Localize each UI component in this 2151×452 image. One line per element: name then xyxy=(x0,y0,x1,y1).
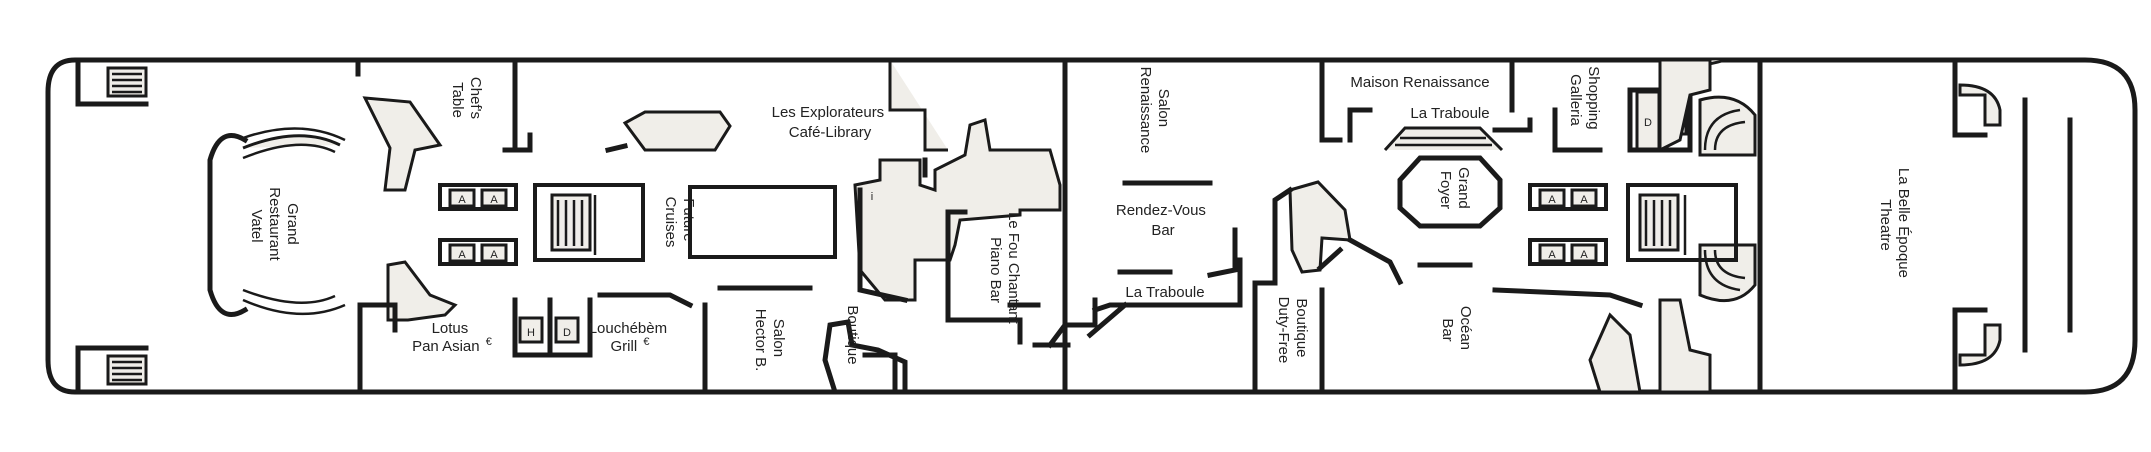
spiral-stairs-fwd xyxy=(1698,95,1757,303)
grand-restaurant-label: Grand Restaurant Vatel xyxy=(248,187,301,265)
elevator-a-1: A xyxy=(458,194,466,206)
explorateurs-label: Les Explorateurs Café-Library xyxy=(772,104,889,141)
elevator-bank-left: A A A A xyxy=(438,183,645,266)
ocean-bar-label: Océan Bar xyxy=(1439,306,1474,354)
restroom-d-right: D xyxy=(1644,117,1652,129)
restroom-h-left: H xyxy=(527,327,535,339)
elevator-a-4: A xyxy=(490,249,498,261)
info-icon: i xyxy=(871,191,873,203)
boutique-duty-free: Boutique Duty-Free xyxy=(1252,180,1404,393)
maison-renaissance-label: Maison Renaissance xyxy=(1350,74,1489,91)
elevator-a-5: A xyxy=(1548,194,1556,206)
hull-outline xyxy=(45,57,2138,395)
elevator-a-6: A xyxy=(1580,194,1588,206)
louchebem-label: Louchébèm Grill € xyxy=(589,320,672,355)
centre-rooms: i xyxy=(853,118,1062,345)
salon-hector: Salon Hector B. xyxy=(717,285,813,372)
grand-foyer: La Traboule Grand Foyer xyxy=(1383,105,1504,229)
explorateurs-cafe-library: Les Explorateurs Café-Library xyxy=(604,60,948,259)
la-traboule-lower-label: La Traboule xyxy=(1125,284,1204,301)
fou-chantant-label: Le Fou Chantant Piano Bar xyxy=(987,212,1022,328)
elevator-a-2: A xyxy=(490,194,498,206)
piano-bar-walls xyxy=(1032,57,1129,393)
chefs-table-area: Chef's Table xyxy=(355,57,533,192)
grand-restaurant-vatel: Grand Restaurant Vatel xyxy=(207,127,346,317)
elevator-a-7: A xyxy=(1548,249,1556,261)
belle-epoque-label: La Belle Époque Theatre xyxy=(1877,168,1912,282)
elevator-a-3: A xyxy=(458,249,466,261)
duty-free-label: Boutique Duty-Free xyxy=(1275,297,1310,364)
elevator-bank-right: A A A A xyxy=(1528,183,1738,266)
lotus-label: Lotus Pan Asian € xyxy=(412,320,492,355)
shopping-galleria-label: Shopping Galleria xyxy=(1567,66,1602,134)
shopping-galleria: Shopping Galleria xyxy=(1552,66,1603,153)
restrooms-left: H D xyxy=(512,292,694,358)
restroom-d-left: D xyxy=(563,327,571,339)
maison-renaissance: Maison Renaissance xyxy=(1319,57,1533,143)
lotus-area: Lotus Pan Asian € xyxy=(357,260,492,393)
salon-hector-label: Salon Hector B. xyxy=(752,309,787,372)
belle-epoque-theatre: La Belle Époque Theatre xyxy=(1588,57,2073,394)
la-traboule-lower: La Traboule xyxy=(1091,257,1243,314)
louchebem-grill: Louchébèm Grill € xyxy=(589,302,708,393)
elevator-a-8: A xyxy=(1580,249,1588,261)
ocean-bar: Océan Bar xyxy=(1417,262,1644,354)
aft-stairs-top xyxy=(75,59,149,107)
boutique-left-label: Boutique xyxy=(844,305,861,364)
rendez-vous-label: Rendez-Vous Bar xyxy=(1116,202,1210,239)
boutique-left: Boutique xyxy=(822,305,908,395)
la-traboule-upper-label: La Traboule xyxy=(1410,105,1489,122)
rendez-vous-bar: Rendez-Vous Bar xyxy=(1116,180,1238,278)
grand-foyer-label: Grand Foyer xyxy=(1437,167,1472,213)
chefs-table-label: Chef's Table xyxy=(449,77,484,123)
aft-stairs-bottom xyxy=(75,345,149,393)
salon-renaissance-label: Salon Renaissance xyxy=(1137,67,1172,154)
